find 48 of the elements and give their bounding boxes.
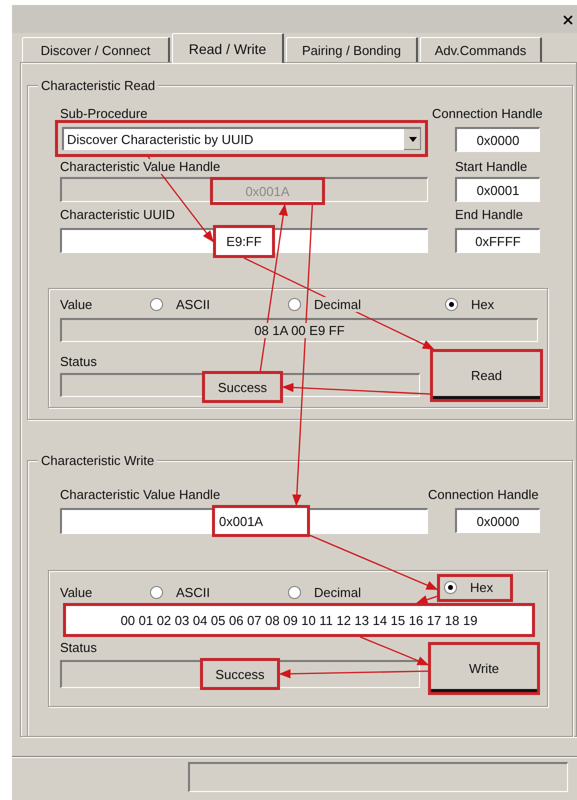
tab: Adv.Commands [420,37,542,62]
arrow [416,595,438,604]
write-button: Write [428,642,540,695]
dropdown: Discover Characteristic by UUID [55,120,428,157]
field-label: Connection Handle [432,106,543,121]
group-title: Characteristic Write [38,453,158,468]
field-label: Status [60,354,97,369]
tab: Read / Write [172,33,284,63]
arrow [360,636,430,666]
field-label: Characteristic Value Handle [60,487,220,502]
option-label: ASCII [176,297,210,312]
option-label: Hex [471,297,494,312]
field-label: Connection Handle [428,487,539,502]
handle-field: 0x0001 [455,177,540,202]
tab: Discover / Connect [22,37,170,62]
arrow [282,382,430,395]
highlight-box [437,574,513,602]
option-label: Decimal [314,585,361,600]
arrow [244,257,434,350]
group-title: Characteristic Read [38,78,158,93]
value-field: 08 1A 00 E9 FF [60,318,538,342]
tab: Pairing / Bonding [286,37,418,62]
field-label: Sub-Procedure [60,106,148,121]
status-text: Success [200,658,280,690]
value-field: 00 01 02 03 04 05 06 07 08 09 10 11 12 13 14 15 16 17 18 19 [63,603,535,637]
handle-field: 0x0000 [455,127,540,152]
field-label: Status [60,640,97,655]
field-label: Value [60,585,92,600]
handle-field: 0xFFFF [455,228,540,253]
arrow [310,534,438,590]
arrow [278,669,428,678]
option-label: ASCII [176,585,210,600]
field-label: End Handle [455,207,523,222]
arrow [260,204,288,372]
field-label: Characteristic Value Handle [60,159,220,174]
field-label: Start Handle [455,159,528,174]
arrow [292,204,313,506]
read-button: Read [430,349,543,402]
arrow [148,156,214,242]
handle-field: 0x0000 [455,508,540,533]
field-label: Characteristic UUID [60,207,175,222]
status-text: Success [202,371,283,403]
field-label: Value [60,297,92,312]
value-handle-text: 0x001A [210,177,325,205]
value-handle-text: 0x001A [212,505,310,537]
option-label: Hex [470,580,494,595]
option-label: Decimal [314,297,361,312]
uuid-text: E9:FF [213,225,275,258]
